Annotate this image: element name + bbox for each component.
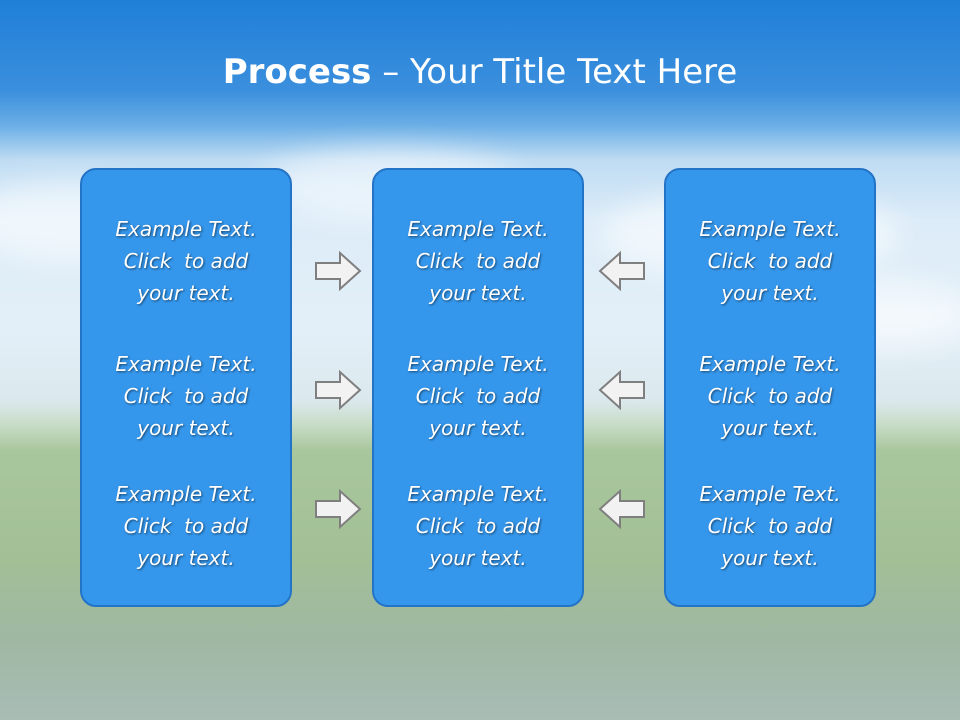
text-line: Click to add — [707, 249, 833, 273]
text-line: Click to add — [123, 384, 249, 408]
text-line: Click to add — [123, 249, 249, 273]
slide-title[interactable]: Process – Your Title Text Here — [0, 52, 960, 92]
text-block[interactable]: Example Text. Click to add your text. — [374, 478, 582, 574]
text-block[interactable]: Example Text. Click to add your text. — [82, 213, 290, 309]
text-line: Example Text. — [407, 482, 549, 506]
text-line: Click to add — [123, 514, 249, 538]
text-line: your text. — [721, 281, 819, 305]
text-block[interactable]: Example Text. Click to add your text. — [374, 213, 582, 309]
text-block[interactable]: Example Text. Click to add your text. — [666, 348, 874, 444]
text-line: Example Text. — [115, 217, 257, 241]
arrow-left-icon[interactable] — [598, 489, 646, 529]
text-line: Click to add — [415, 384, 541, 408]
text-line: Click to add — [707, 384, 833, 408]
text-line: Click to add — [415, 249, 541, 273]
text-line: Example Text. — [699, 482, 841, 506]
text-line: Example Text. — [407, 352, 549, 376]
arrow-right-icon[interactable] — [314, 370, 362, 410]
arrow-left-icon[interactable] — [598, 251, 646, 291]
text-line: Example Text. — [115, 482, 257, 506]
process-box-left[interactable]: Example Text. Click to add your text. Exam… — [80, 168, 292, 607]
text-block[interactable]: Example Text. Click to add your text. — [666, 478, 874, 574]
text-line: Click to add — [707, 514, 833, 538]
arrow-right-icon[interactable] — [314, 489, 362, 529]
text-line: Example Text. — [699, 217, 841, 241]
text-line: your text. — [137, 281, 235, 305]
text-line: your text. — [721, 416, 819, 440]
text-line: your text. — [429, 416, 527, 440]
arrow-right-icon[interactable] — [314, 251, 362, 291]
text-line: your text. — [721, 546, 819, 570]
text-line: your text. — [137, 416, 235, 440]
text-line: Example Text. — [699, 352, 841, 376]
text-block[interactable]: Example Text. Click to add your text. — [82, 478, 290, 574]
title-bold: Process — [222, 52, 372, 92]
text-block[interactable]: Example Text. Click to add your text. — [666, 213, 874, 309]
text-block[interactable]: Example Text. Click to add your text. — [82, 348, 290, 444]
text-block[interactable]: Example Text. Click to add your text. — [374, 348, 582, 444]
title-rest: – Your Title Text Here — [371, 52, 738, 92]
process-box-right[interactable]: Example Text. Click to add your text. Exam… — [664, 168, 876, 607]
text-line: Example Text. — [407, 217, 549, 241]
arrow-left-icon[interactable] — [598, 370, 646, 410]
text-line: Click to add — [415, 514, 541, 538]
text-line: your text. — [137, 546, 235, 570]
text-line: your text. — [429, 281, 527, 305]
text-line: Example Text. — [115, 352, 257, 376]
text-line: your text. — [429, 546, 527, 570]
process-box-center[interactable]: Example Text. Click to add your text. Exam… — [372, 168, 584, 607]
